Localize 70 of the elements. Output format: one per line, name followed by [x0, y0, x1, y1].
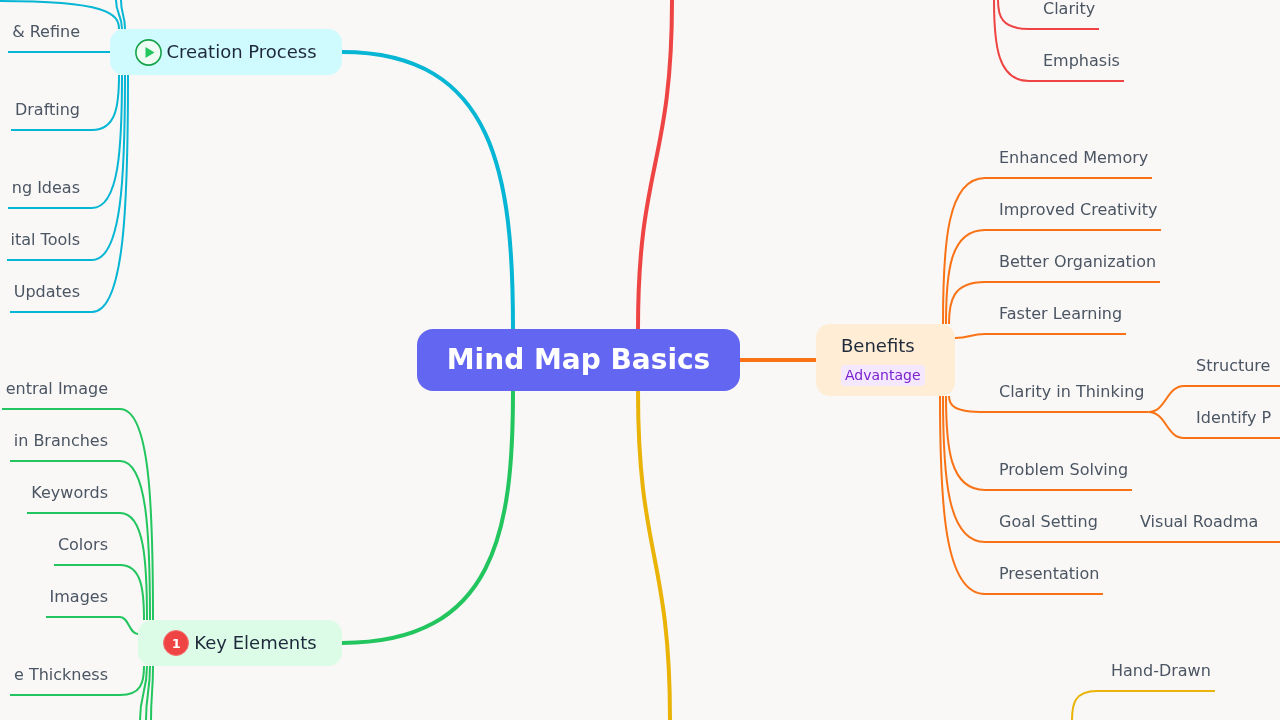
branch-line [993, 0, 1030, 82]
branch-line [91, 74, 123, 209]
branch-label: Clarity [1029, 0, 1100, 30]
branch-line [1100, 541, 1129, 543]
branch-line [954, 333, 986, 339]
branch-line [91, 51, 111, 53]
branch-label: Drafting [10, 99, 92, 131]
branch-line [91, 74, 120, 131]
branch-line [119, 665, 145, 696]
topic-title: Creation Process [166, 41, 317, 63]
branch-label: Improved Creativity [985, 199, 1162, 231]
branch-label: & Refine [8, 21, 92, 53]
branch-line [1071, 690, 1098, 720]
number-badge: 1 [163, 630, 190, 656]
branch-line [91, 74, 129, 313]
branch-label: entral Image [1, 378, 120, 410]
topic-node [816, 324, 955, 396]
branch-line [942, 395, 986, 543]
branch-line [1147, 411, 1185, 439]
branch-line [948, 281, 986, 325]
branch-line [341, 390, 515, 645]
branch-label: Images [45, 586, 120, 618]
branch-line [115, 0, 123, 30]
branch-label: ital Tools [6, 229, 92, 261]
branch-label: Structure [1184, 355, 1280, 387]
branch-label: ng Ideas [7, 177, 92, 209]
branch-label: Goal Setting [985, 511, 1102, 543]
branch-label: Problem Solving [985, 459, 1133, 491]
branch-line [145, 665, 151, 720]
branch-label: in Branches [9, 430, 120, 462]
branch-line [119, 460, 151, 621]
branch-line [939, 395, 986, 595]
topic-node [110, 29, 342, 75]
branch-label: Presentation [985, 563, 1104, 595]
category-tag: Advantage [841, 364, 925, 386]
branch-line [119, 564, 145, 621]
branch-label: Hand-Drawn [1097, 660, 1215, 692]
branch-line [341, 50, 515, 330]
branch-label: Colors [53, 534, 120, 566]
branch-label: Better Organization [985, 251, 1161, 283]
branch-line [0, 0, 120, 30]
branch-line [740, 358, 816, 362]
branch-label: Identify P [1184, 407, 1280, 439]
branch-line [945, 395, 986, 491]
branch-label: e Thickness [10, 664, 120, 696]
branch-line [636, 390, 672, 720]
branch-line [119, 512, 148, 621]
branch-label: Faster Learning [985, 303, 1127, 335]
branch-line [91, 74, 126, 261]
branch-line [119, 408, 154, 621]
branch-line [119, 616, 139, 635]
branch-line [150, 665, 154, 720]
branch-label: Emphasis [1029, 50, 1124, 82]
topic-title: Key Elements [194, 632, 317, 654]
topic-title: Benefits [841, 334, 915, 357]
branch-label: Clarity in Thinking [985, 381, 1149, 413]
central-title: Mind Map Basics [446, 343, 711, 377]
topic-node [138, 620, 342, 666]
branch-line [945, 229, 986, 325]
branch-label: Updates [9, 281, 92, 313]
branch-line [120, 0, 126, 30]
branch-label: Enhanced Memory [985, 147, 1153, 179]
branch-line [942, 177, 986, 325]
branch-line [997, 0, 1030, 30]
branch-label: Keywords [27, 482, 120, 514]
branch-label: Visual Roadma [1128, 511, 1280, 543]
branch-line [948, 395, 986, 413]
branch-line [139, 665, 148, 720]
central-topic [417, 329, 740, 391]
branch-line [636, 0, 674, 330]
